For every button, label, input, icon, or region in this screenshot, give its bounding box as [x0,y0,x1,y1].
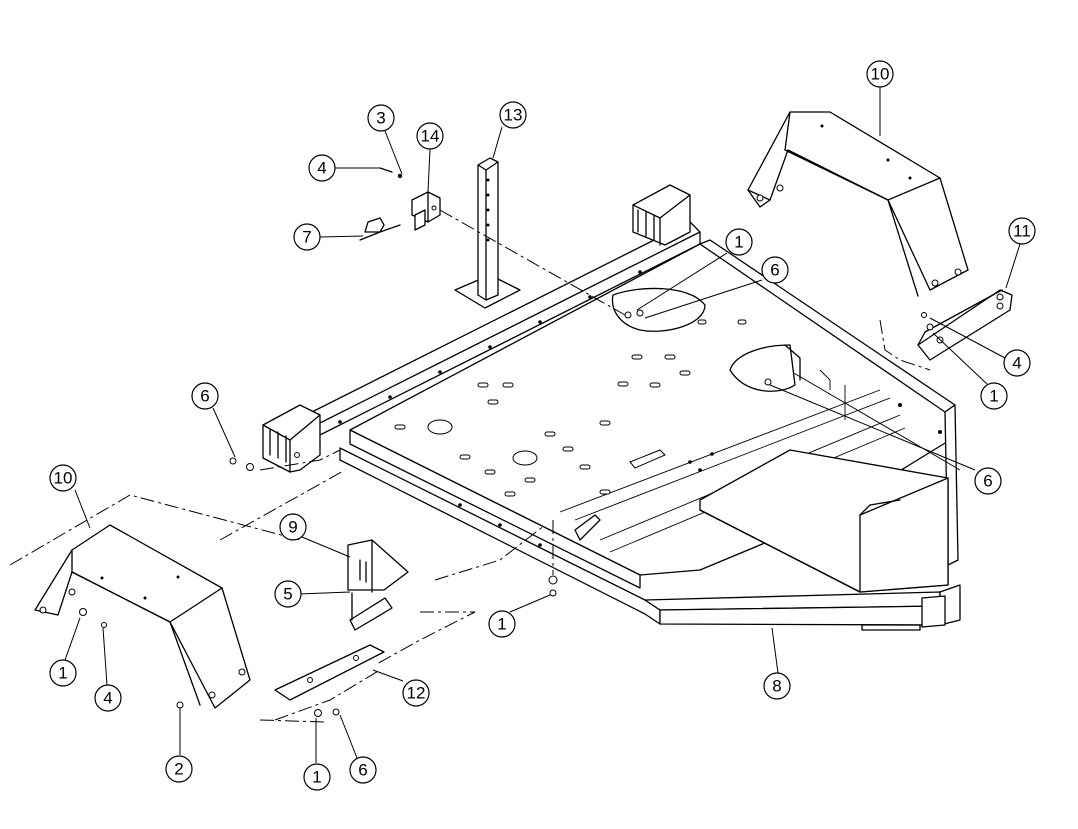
callout-14-label: 14 [421,127,440,146]
callout-2: 2 [165,755,193,783]
main-deck-frame [262,184,961,631]
callout-4: 4 [308,154,336,182]
callout-11-label: 11 [1013,222,1031,241]
callout-6-label: 6 [983,472,992,491]
callout-14: 14 [416,122,444,150]
callout-4-label: 4 [317,159,326,178]
callout-7-label: 7 [302,228,311,247]
callout-1-label: 1 [497,615,506,634]
callout-1: 1 [725,228,753,256]
callout-8-label: 8 [772,677,781,696]
callout-13: 13 [499,101,527,129]
callout-10-label: 10 [871,65,890,84]
callout-3-label: 3 [376,109,385,128]
callout-12-label: 12 [407,684,426,703]
callout-6: 6 [191,382,219,410]
small-hardware [79,309,934,717]
callout-13-label: 13 [504,106,523,125]
callout-6-label: 6 [358,761,367,780]
callout-1: 1 [303,763,331,791]
deck-slots [394,319,789,497]
rail-holes [338,270,942,547]
callout-4-label: 4 [1012,354,1021,373]
part-12-bracket [274,644,385,701]
callout-1: 1 [488,610,516,638]
callout-6-label: 6 [770,261,779,280]
callout-9-label: 9 [288,518,297,537]
callout-2-label: 2 [174,760,183,779]
callout-10: 10 [49,464,77,492]
callout-1-label: 1 [58,664,67,683]
callout-5-label: 5 [283,585,292,604]
callout-8: 8 [763,672,791,700]
callout-12: 12 [402,679,430,707]
part-7-pin [359,217,401,241]
callout-4-label: 4 [103,689,112,708]
callout-6: 6 [349,756,377,784]
bolt-hardware-top [379,167,403,179]
part-9-plate [347,539,409,631]
callout-1-label: 1 [989,387,998,406]
part-10-left-fender [34,524,251,709]
callout-4: 4 [1003,349,1031,377]
callout-1-label: 1 [312,768,321,787]
part-14-clevis-bracket [411,191,441,231]
callout-9: 9 [279,513,307,541]
callout-4: 4 [94,684,122,712]
assembly-center-lines [9,209,931,723]
callout-11: 11 [1008,217,1036,245]
part-10-right-fender [747,111,969,297]
callout-10: 10 [866,60,894,88]
callout-3: 3 [367,104,395,132]
callout-1: 1 [980,382,1008,410]
callout-1: 1 [49,659,77,687]
callout-6-label: 6 [200,387,209,406]
callout-6: 6 [761,256,789,284]
callout-7: 7 [293,223,321,251]
callout-leaders [64,87,1021,763]
callout-5: 5 [274,580,302,608]
callout-1-label: 1 [734,233,743,252]
part-13-jack-stand [454,157,521,309]
callout-6: 6 [974,467,1002,495]
callout-10-label: 10 [54,469,73,488]
